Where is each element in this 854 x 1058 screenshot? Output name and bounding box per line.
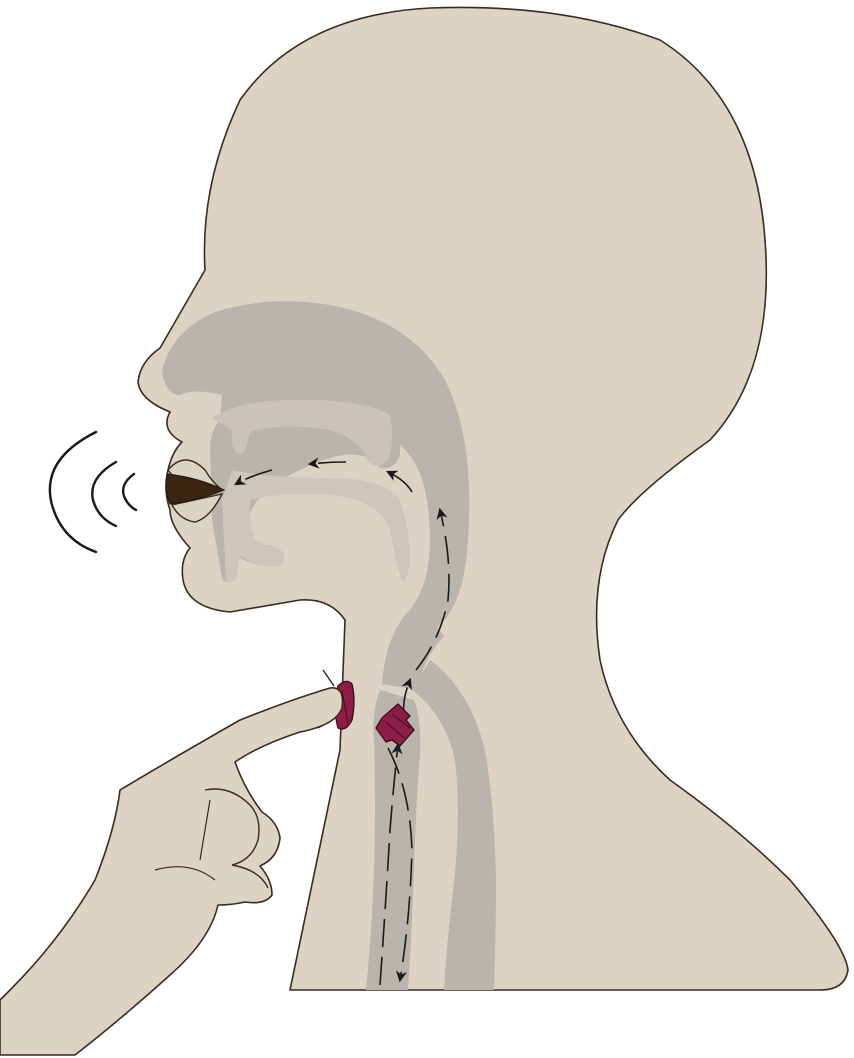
sound-waves-icon	[50, 432, 136, 552]
finger-icon	[0, 688, 343, 1055]
